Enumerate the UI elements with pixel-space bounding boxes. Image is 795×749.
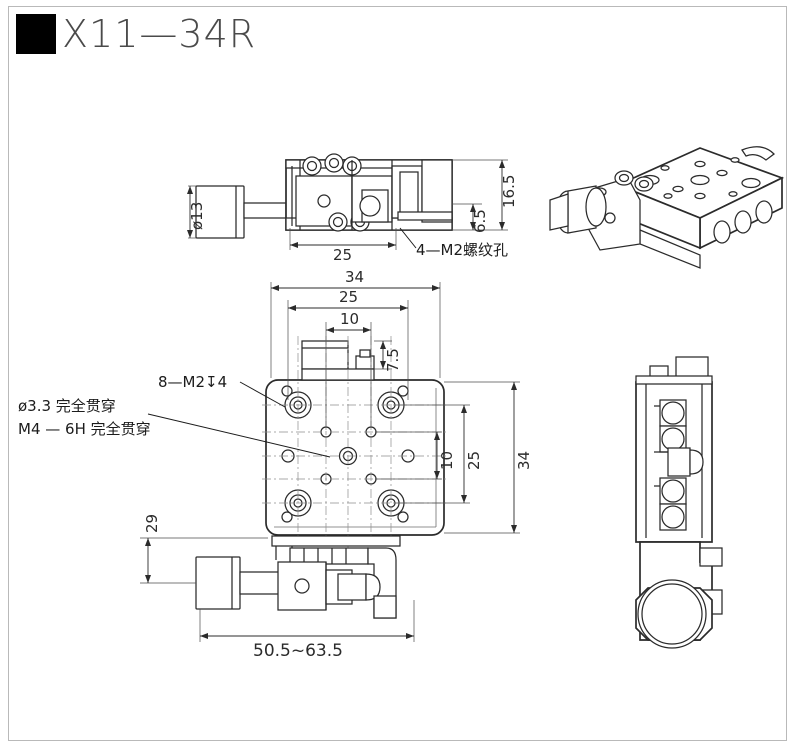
top-plan-view [147,282,520,548]
isometric-3d-view [549,146,785,269]
dim-text-hole-span-10-v: 10 [438,450,456,470]
dim-travel-range [199,600,415,642]
dim-front-total-height [452,159,508,231]
dim-text-boss-offset: 7.5 [384,348,402,372]
dim-text-front-total-height: 16.5 [500,174,518,208]
dim-hole-span-25-v [395,404,470,504]
front-elevation-view [187,153,508,250]
dim-stage-height-29 [140,537,268,584]
dim-hole-span-25-h [287,300,409,400]
bottom-elevation-view [140,535,415,642]
page-title: X11—34R [62,12,257,56]
dim-text-plate-width: 34 [345,268,365,286]
dim-plate-depth-34 [444,381,520,534]
dim-text-hole-span-25-v: 25 [465,450,483,470]
dim-text-plate-depth: 34 [515,450,533,470]
right-side-elevation-view [635,356,723,649]
dim-plate-width-34 [270,282,441,378]
title-bar: X11—34R [16,14,256,54]
note-through-hole-1: ø3.3 完全贯穿 [18,397,116,415]
dim-hole-span-10-v [375,431,442,480]
dim-knob-diameter [187,185,196,239]
dim-text-front-lower-height: 6.5 [471,209,489,233]
dim-text-front-length: 25 [333,246,353,264]
bearing-group [659,399,687,531]
note-front-thread: 4—M2螺纹孔 [416,241,509,259]
dim-boss-offset-7p5 [374,340,392,370]
dim-hole-span-10-h [325,322,372,428]
dim-text-knob-diameter: ø13 [188,201,206,230]
note-through-hole-2: M4 — 6H 完全贯穿 [18,420,151,438]
dim-front-length [289,228,397,250]
note-top-thread: 8—M2↧4 [158,373,228,391]
dim-text-travel-range: 50.5~63.5 [253,641,343,661]
dim-front-lower-height [452,203,482,230]
black-square-marker-icon [16,14,56,54]
dim-text-hole-span-25-h: 25 [339,288,359,306]
dim-text-stage-height: 29 [143,513,161,533]
dim-text-hole-span-10-h: 10 [340,310,360,328]
